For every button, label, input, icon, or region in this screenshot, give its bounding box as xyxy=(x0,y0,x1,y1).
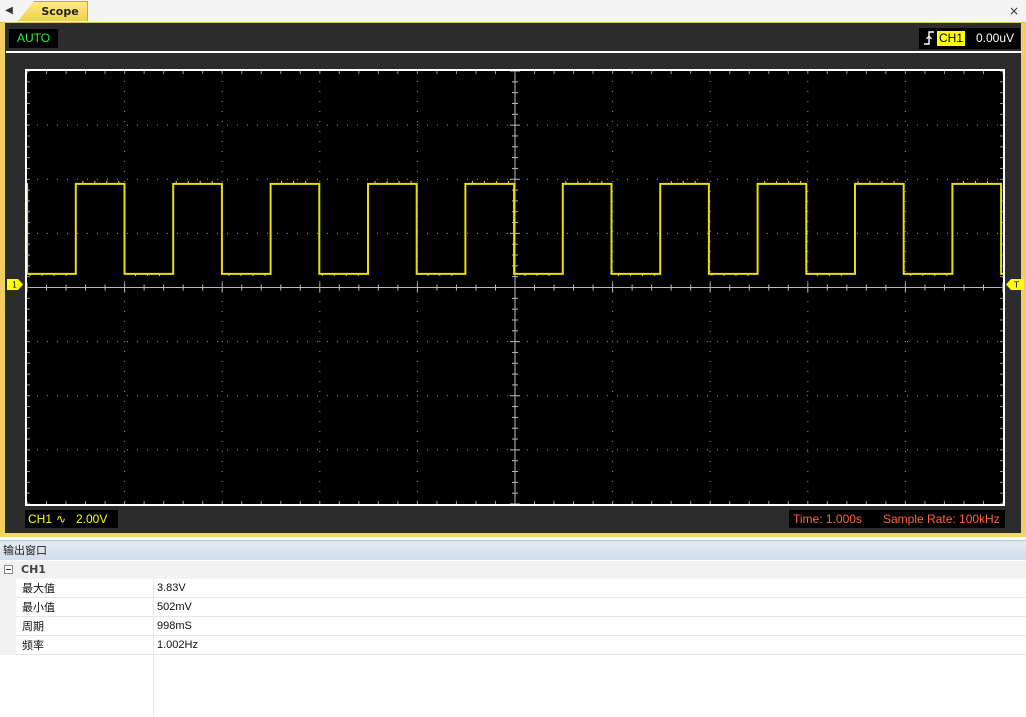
time-per-div: Time: 1.000s xyxy=(793,512,862,526)
property-value: 502mV xyxy=(157,601,192,613)
tab-bar: ◀ Scope × xyxy=(0,0,1026,23)
property-row[interactable]: 最大值 3.83V xyxy=(0,579,1026,598)
property-name: 周期 xyxy=(22,620,44,633)
property-group-ch1[interactable]: CH1 xyxy=(0,561,1026,579)
group-label: CH1 xyxy=(21,563,46,576)
tab-scroll-left-icon[interactable]: ◀ xyxy=(5,5,13,16)
property-value: 3.83V xyxy=(157,582,186,594)
property-row[interactable]: 频率 1.002Hz xyxy=(0,636,1026,655)
property-grid: CH1 最大值 3.83V 最小值 502mV 周期 998mS 频率 1.00… xyxy=(0,561,1026,717)
column-divider xyxy=(153,579,154,717)
trigger-level: 0.00uV xyxy=(976,31,1015,45)
trigger-mode-badge[interactable]: AUTO xyxy=(9,29,58,48)
row-gutter xyxy=(0,598,16,617)
row-gutter xyxy=(0,579,16,598)
ac-coupling-icon: ∿ xyxy=(56,512,67,526)
close-tab-icon[interactable]: × xyxy=(1008,4,1020,18)
trigger-marker-label: T xyxy=(1013,281,1019,290)
collapse-icon[interactable] xyxy=(4,565,13,574)
trigger-channel: CH1 xyxy=(937,31,966,46)
property-name: 最小值 xyxy=(22,601,55,614)
channel-scale-info[interactable]: CH1 ∿ 2.00V xyxy=(25,510,118,528)
channel-marker-label: 1 xyxy=(12,281,17,290)
oscilloscope-display[interactable] xyxy=(25,69,1005,506)
property-row[interactable]: 周期 998mS xyxy=(0,617,1026,636)
trigger-status[interactable]: CH1 0.00uV xyxy=(919,28,1020,49)
timebase-info[interactable]: Time: 1.000s Sample Rate: 100kHz xyxy=(789,510,1005,528)
row-gutter xyxy=(0,636,16,655)
channel-label: CH1 xyxy=(28,512,53,526)
waveform-chart xyxy=(27,71,1003,504)
ch1-trace xyxy=(27,182,1003,275)
property-value: 1.002Hz xyxy=(157,639,198,651)
property-name: 频率 xyxy=(22,639,44,652)
property-value: 998mS xyxy=(157,620,192,632)
row-gutter xyxy=(0,617,16,636)
trigger-level-marker[interactable]: T xyxy=(1006,279,1024,290)
property-name: 最大值 xyxy=(22,582,55,595)
property-row[interactable]: 最小值 502mV xyxy=(0,598,1026,617)
channel-1-position-marker[interactable]: 1 xyxy=(7,279,23,290)
tab-scope[interactable]: Scope xyxy=(18,1,88,21)
volts-per-div: 2.00V xyxy=(76,512,108,526)
sample-rate: Sample Rate: 100kHz xyxy=(883,512,1000,526)
output-window-title: 输出窗口 xyxy=(0,540,1026,560)
header-divider xyxy=(6,51,1022,53)
rising-edge-icon xyxy=(924,31,934,45)
scope-bottom-border xyxy=(0,533,1026,537)
